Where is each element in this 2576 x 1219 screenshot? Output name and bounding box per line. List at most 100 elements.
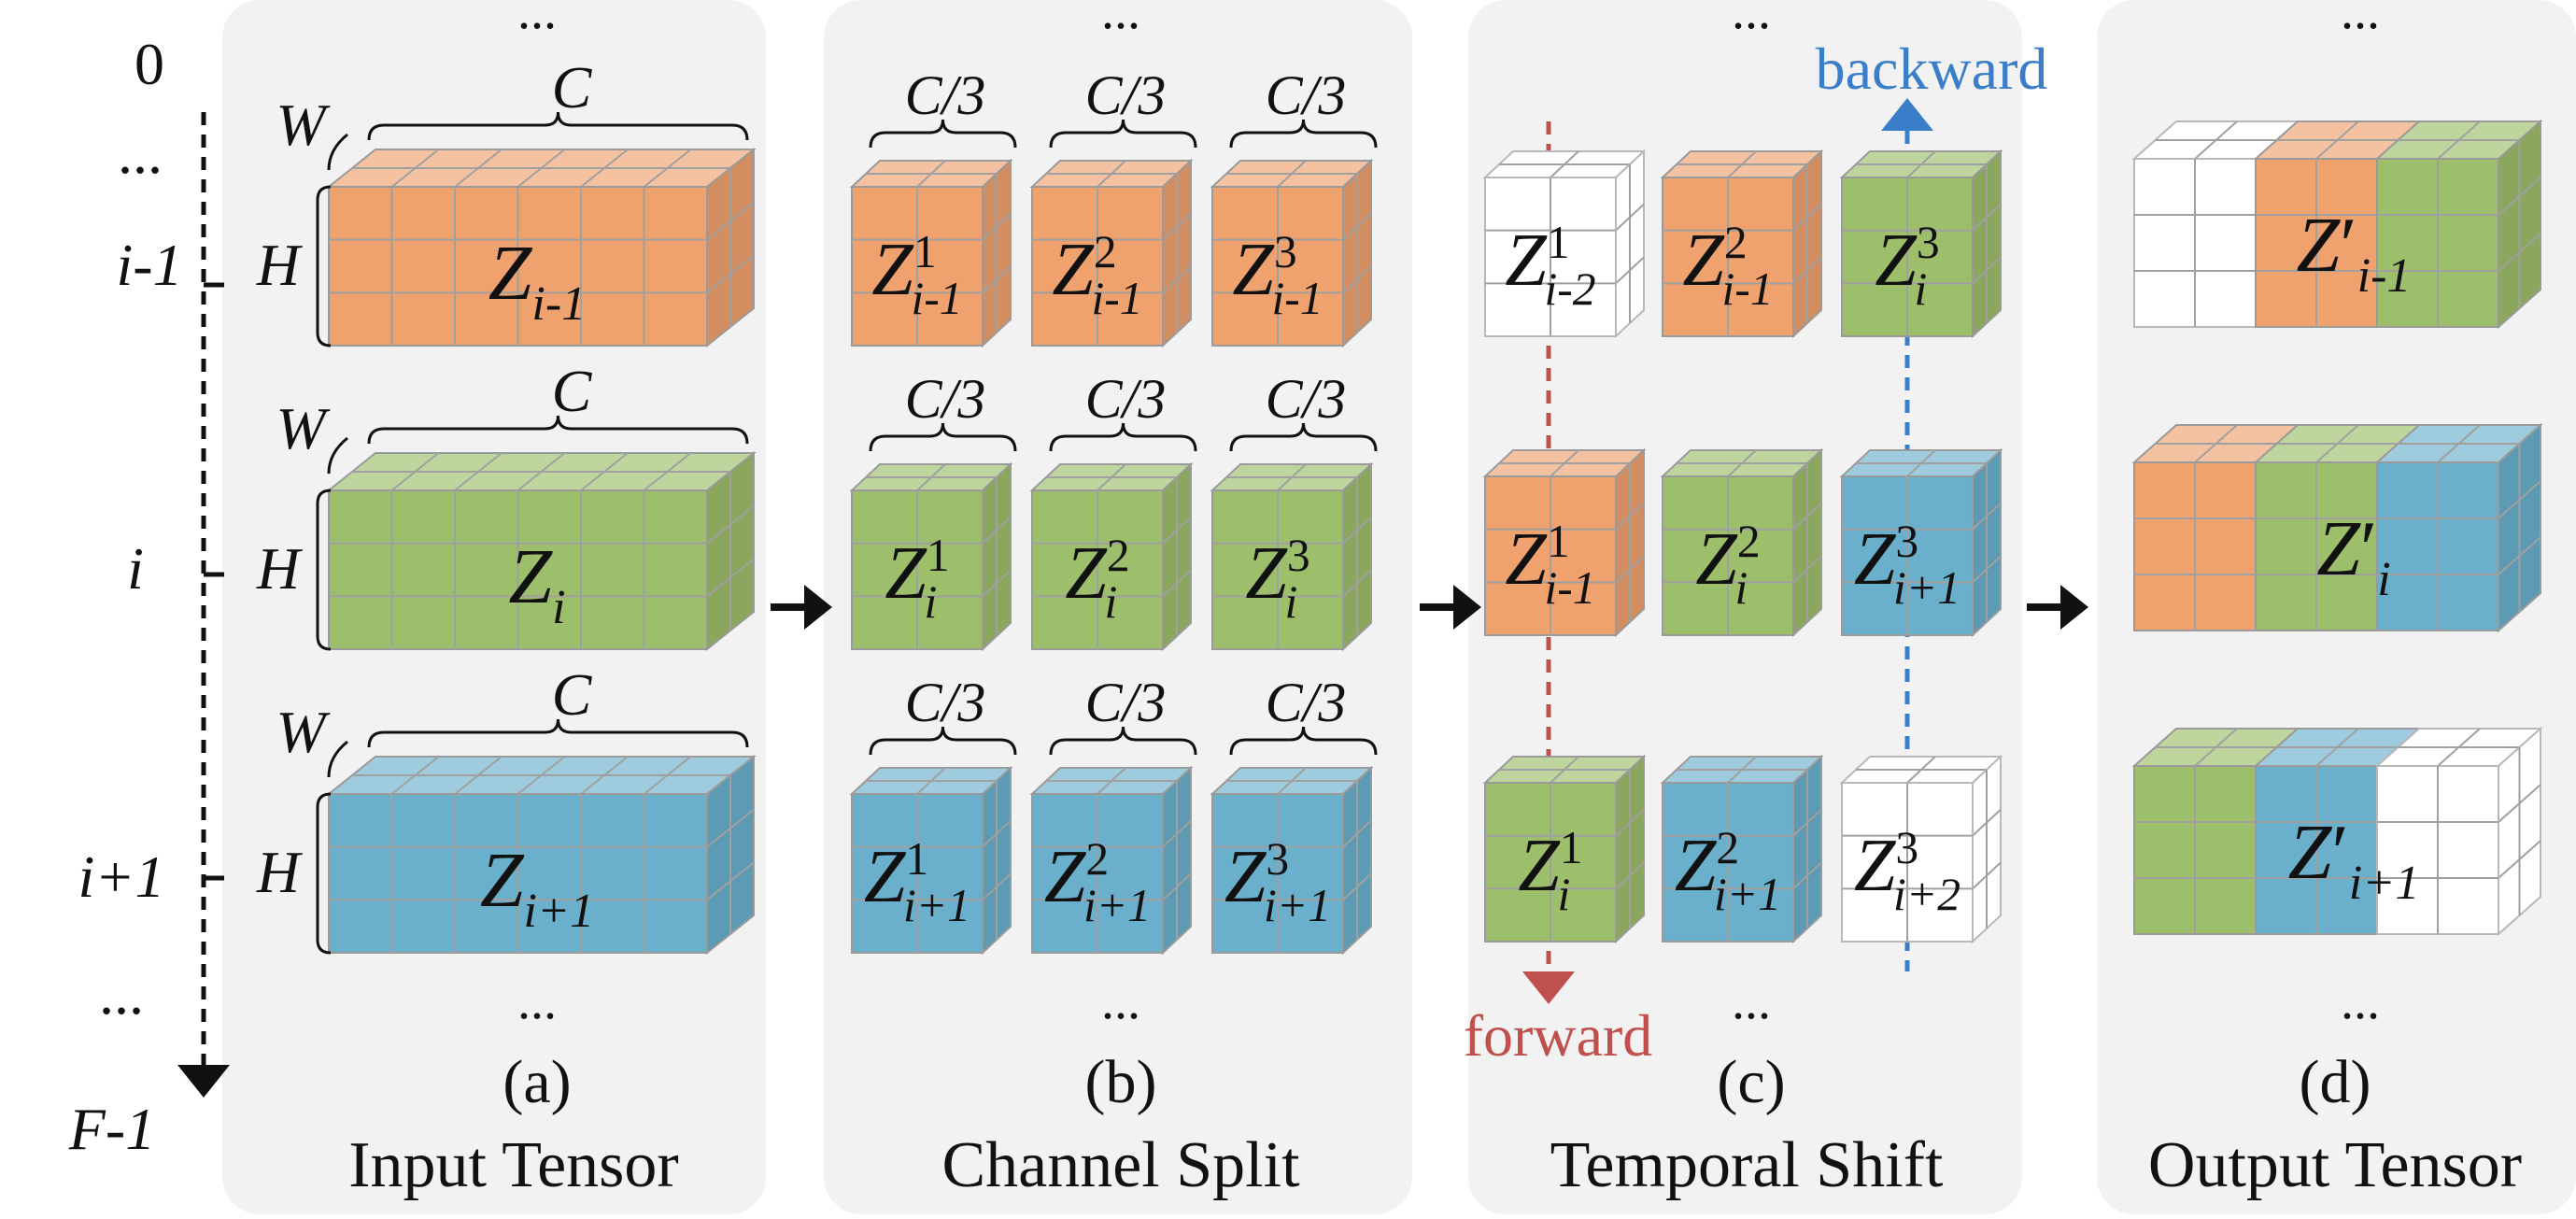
input-tensor-block [326,754,757,956]
ellipsis: ... [1732,0,1771,40]
dim-label-w: W [276,395,331,461]
shift-block [1660,447,1824,638]
split-channel-brace [1049,119,1197,149]
flow-arrow-head [804,585,832,630]
label-main: Z [1232,229,1275,311]
label-sup: 3 [1287,530,1310,581]
label-sup: 2 [1716,822,1739,873]
label-sup: 1 [1547,217,1570,268]
dim-label-c3: C/3 [1085,64,1167,126]
label-sub: i [1284,576,1297,628]
label-sub: i-1 [1545,562,1596,614]
split-block [849,461,1013,652]
height-brace [316,185,332,347]
dim-label-h: H [256,232,304,298]
timeline: 0...i-1ii+1...F-1 [68,31,230,1162]
label-sup: 3 [1895,822,1918,873]
panel-title: Channel Split [941,1129,1300,1201]
split-channel-brace [1049,726,1197,756]
label-sup: 3 [1917,217,1940,268]
dim-label-c3: C/3 [905,64,986,126]
flow-arrow [1420,585,1481,630]
label-sub: i-1 [2357,249,2412,303]
label-main: Z [2297,202,2342,289]
panel-caption: (a) [502,1048,571,1116]
label-sub: i+1 [1083,880,1151,931]
dim-label-c3: C/3 [905,368,986,430]
dim-label-h: H [256,535,304,602]
dim-label-c3: C/3 [1085,672,1167,733]
flow-arrow-head [2060,585,2088,630]
label-sub: i [1734,562,1748,614]
height-brace [316,489,332,651]
label-sub: i+1 [2349,857,2420,910]
dim-label-w: W [276,699,331,765]
label-sub: i+1 [524,885,595,938]
label-main: Z [2288,809,2333,896]
label-sub: i [1914,263,1927,315]
channel-brace [367,415,749,445]
ellipsis: ... [1101,972,1140,1030]
label-sub: i+1 [1714,869,1781,920]
label-sub: i [2377,553,2390,606]
shift-block [1482,149,1647,339]
timeline-label: ... [99,960,144,1027]
timeline-label: i+1 [78,843,165,910]
height-brace [316,792,332,955]
panel-title: Temporal Shift [1550,1129,1944,1201]
label-main: Z [1044,836,1087,918]
shift-block [1839,149,2003,339]
ellipsis: ... [1732,972,1771,1030]
label-sup: 1 [913,226,937,277]
label-sup: 1 [1560,822,1583,873]
label-sub: i [1104,576,1117,628]
label-sub: i-2 [1545,263,1596,315]
timeline-label: ... [118,120,163,186]
dim-label-c3: C/3 [1266,672,1347,733]
split-block [1029,158,1194,348]
label-sup: 3 [1895,516,1918,567]
label-main: Z [1505,220,1548,302]
label-main: Z [1875,220,1918,302]
dim-label-c3: C/3 [1266,368,1347,430]
label-sub: i [552,581,565,634]
panel-caption: (b) [1085,1048,1157,1116]
label-sup: 1 [1547,516,1570,567]
panel-caption: (d) [2300,1048,2371,1116]
split-channel-brace [1049,422,1197,452]
label-main: Z [1675,825,1718,907]
shift-block [1660,149,1824,339]
width-brace [327,133,348,171]
panel-title: Output Tensor [2148,1129,2522,1201]
label-sub: i [1557,869,1570,920]
label-prime: ′ [2331,809,2348,896]
output-tensor-block [2131,422,2543,633]
label-main: Z [1854,518,1897,601]
split-block [849,765,1013,956]
panel-caption: (c) [1717,1048,1785,1116]
label-sub: i-1 [912,273,963,324]
backward-arrowhead [1881,98,1933,131]
label-sub: i+1 [1264,880,1331,931]
split-block [1210,461,1374,652]
output-tensor-block [2131,726,2543,937]
output-label: Z′i+1 [2288,809,2420,910]
label-prime: ′ [2340,202,2357,289]
width-brace [327,740,348,778]
label-sup: 3 [1266,833,1289,885]
label-sub: i+2 [1893,869,1960,920]
label-sub: i-1 [531,277,586,331]
